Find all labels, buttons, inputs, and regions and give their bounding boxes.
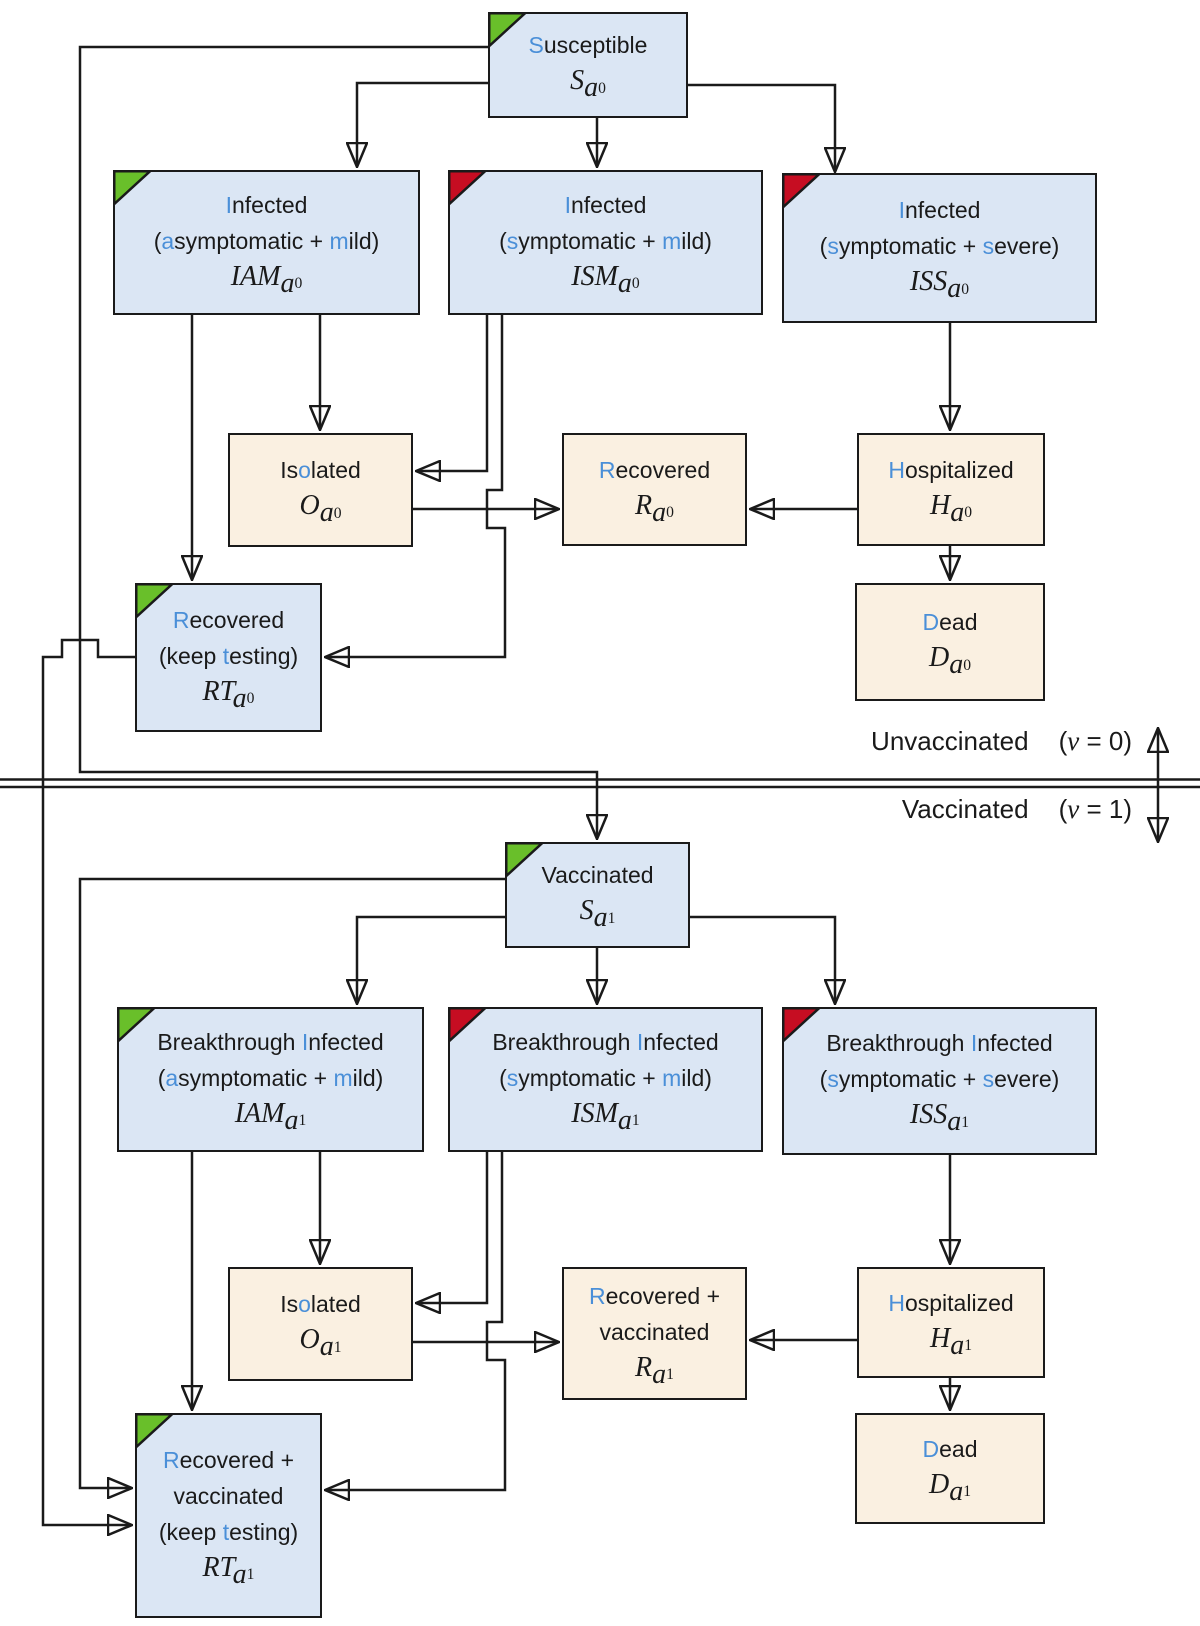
edge-ism1-to-o1 <box>417 1152 489 1303</box>
unvaccinated-layer-label: Unvaccinated (v = 0) <box>871 726 1132 757</box>
unvaccinated-variable: (v = 0) <box>1058 726 1132 756</box>
node-isolated: Isolated Oa0 <box>228 433 413 547</box>
node-title: Recovered + <box>588 1282 721 1309</box>
node-title: Recovered <box>172 606 285 633</box>
edge-s0-to-iam0 <box>357 81 488 166</box>
edge-ism0-to-o0 <box>417 315 489 471</box>
node-title: Dead <box>922 1435 978 1462</box>
node-hospitalized: Hospitalized Ha0 <box>857 433 1045 546</box>
node-symbol: Sa1 <box>579 895 616 933</box>
node-title: Vaccinated <box>541 862 654 888</box>
node-symbol: Ra1 <box>635 1351 674 1390</box>
node-symbol: Ha1 <box>929 1322 973 1361</box>
node-title: Hospitalized <box>888 456 1014 483</box>
node-title: Hospitalized <box>888 1289 1014 1316</box>
node-title: Isolated <box>280 1291 361 1317</box>
node-recovered-vaccinated: Recovered + vaccinated Ra1 <box>562 1267 747 1400</box>
node-infected-symptomatic-mild: Infected (symptomatic + mild) ISMa0 <box>447 169 763 315</box>
node-dead: Dead Da0 <box>855 583 1045 701</box>
node-symbol: RTa1 <box>202 1551 255 1590</box>
node-title: Isolated <box>280 457 361 483</box>
node-symbol: Da1 <box>928 1468 972 1507</box>
node-symbol: ISMa1 <box>571 1097 640 1136</box>
edge-ism0-to-rt0 <box>326 315 507 657</box>
red-corner-icon <box>781 1006 822 1044</box>
node-subtitle: (keep testing) <box>158 642 299 669</box>
node-symbol: IAMa1 <box>234 1097 307 1136</box>
edge-s0-to-iss0 <box>688 83 835 171</box>
node-symbol: Da0 <box>928 642 972 680</box>
edge-rt0-to-rt1 <box>41 638 135 1525</box>
node-title: Dead <box>922 609 978 635</box>
edge-s1-to-rt1 <box>78 877 505 1488</box>
node-subtitle: (asymptomatic + mild) <box>153 227 380 254</box>
node-recovered-vaccinated-keep-testing: Recovered + vaccinated (keep testing) RT… <box>134 1412 322 1618</box>
green-corner-icon <box>487 11 528 49</box>
node-symbol: IAMa0 <box>230 260 303 299</box>
node-isolated-vaccinated: Isolated Oa1 <box>228 1267 413 1381</box>
edge-ism1-to-rt1 <box>326 1152 507 1490</box>
node-symbol: ISSa1 <box>909 1099 970 1137</box>
node-subtitle: (symptomatic + mild) <box>499 227 712 254</box>
node-breakthrough-infected-symptomatic-mild: Breakthrough Infected (symptomatic + mil… <box>447 1006 763 1152</box>
node-title: Infected <box>564 191 647 218</box>
unvaccinated-word: Unvaccinated <box>871 726 1029 756</box>
node-symbol: Oa1 <box>299 1324 342 1362</box>
green-corner-icon <box>116 1006 157 1044</box>
node-symbol: ISMa0 <box>571 260 640 299</box>
node-symbol: Ra0 <box>635 489 674 528</box>
node-infected-symptomatic-severe: Infected (symptomatic + severe) ISSa0 <box>781 172 1097 323</box>
edge-s0-to-s1-vaccination <box>78 45 597 838</box>
green-corner-icon <box>134 1412 175 1450</box>
red-corner-icon <box>447 1006 488 1044</box>
node-subtitle: (symptomatic + mild) <box>499 1064 712 1091</box>
green-corner-icon <box>134 582 175 620</box>
vaccinated-variable: (v = 1) <box>1058 794 1132 824</box>
node-title: Recovered + <box>162 1446 295 1473</box>
node-subtitle: (asymptomatic + mild) <box>157 1064 384 1091</box>
node-title: Breakthrough Infected <box>492 1028 719 1055</box>
red-corner-icon <box>447 169 488 207</box>
node-vaccinated: Vaccinated Sa1 <box>504 841 690 948</box>
edge-s1-to-iss1 <box>690 915 835 1003</box>
node-recovered: Recovered Ra0 <box>562 433 747 546</box>
edge-s1-to-iam1 <box>357 915 505 1003</box>
node-susceptible: Susceptible Sa0 <box>487 11 688 118</box>
green-corner-icon <box>504 841 545 879</box>
node-subtitle: vaccinated <box>599 1318 710 1345</box>
node-dead-vaccinated: Dead Da1 <box>855 1413 1045 1524</box>
node-title: Susceptible <box>528 32 648 58</box>
node-title: Breakthrough Infected <box>826 1030 1053 1056</box>
vaccinated-layer-label: Vaccinated (v = 1) <box>902 794 1132 825</box>
node-hospitalized-vaccinated: Hospitalized Ha1 <box>857 1267 1045 1378</box>
green-corner-icon <box>112 169 153 207</box>
node-symbol: Sa0 <box>570 65 606 103</box>
node-symbol: Ha0 <box>929 489 973 528</box>
node-recovered-keep-testing: Recovered (keep testing) RTa0 <box>134 582 322 732</box>
red-corner-icon <box>781 172 822 210</box>
node-subtitle: vaccinated <box>173 1482 284 1509</box>
node-subtitle: (symptomatic + severe) <box>819 1066 1060 1092</box>
node-symbol: ISSa0 <box>909 266 970 304</box>
node-subtitle: (symptomatic + severe) <box>819 233 1060 259</box>
node-title: Infected <box>898 197 981 223</box>
node-breakthrough-infected-asymptomatic-mild: Breakthrough Infected (asymptomatic + mi… <box>116 1006 424 1152</box>
vaccinated-word: Vaccinated <box>901 794 1029 824</box>
node-infected-asymptomatic-mild: Infected (asymptomatic + mild) IAMa0 <box>112 169 420 315</box>
node-title: Recovered <box>598 456 711 483</box>
node-title: Breakthrough Infected <box>157 1028 384 1055</box>
node-symbol: RTa0 <box>202 675 255 714</box>
node-breakthrough-infected-symptomatic-severe: Breakthrough Infected (symptomatic + sev… <box>781 1006 1097 1155</box>
node-title: Infected <box>225 191 308 218</box>
node-symbol: Oa0 <box>299 490 342 528</box>
node-subtitle: (keep testing) <box>158 1518 299 1545</box>
